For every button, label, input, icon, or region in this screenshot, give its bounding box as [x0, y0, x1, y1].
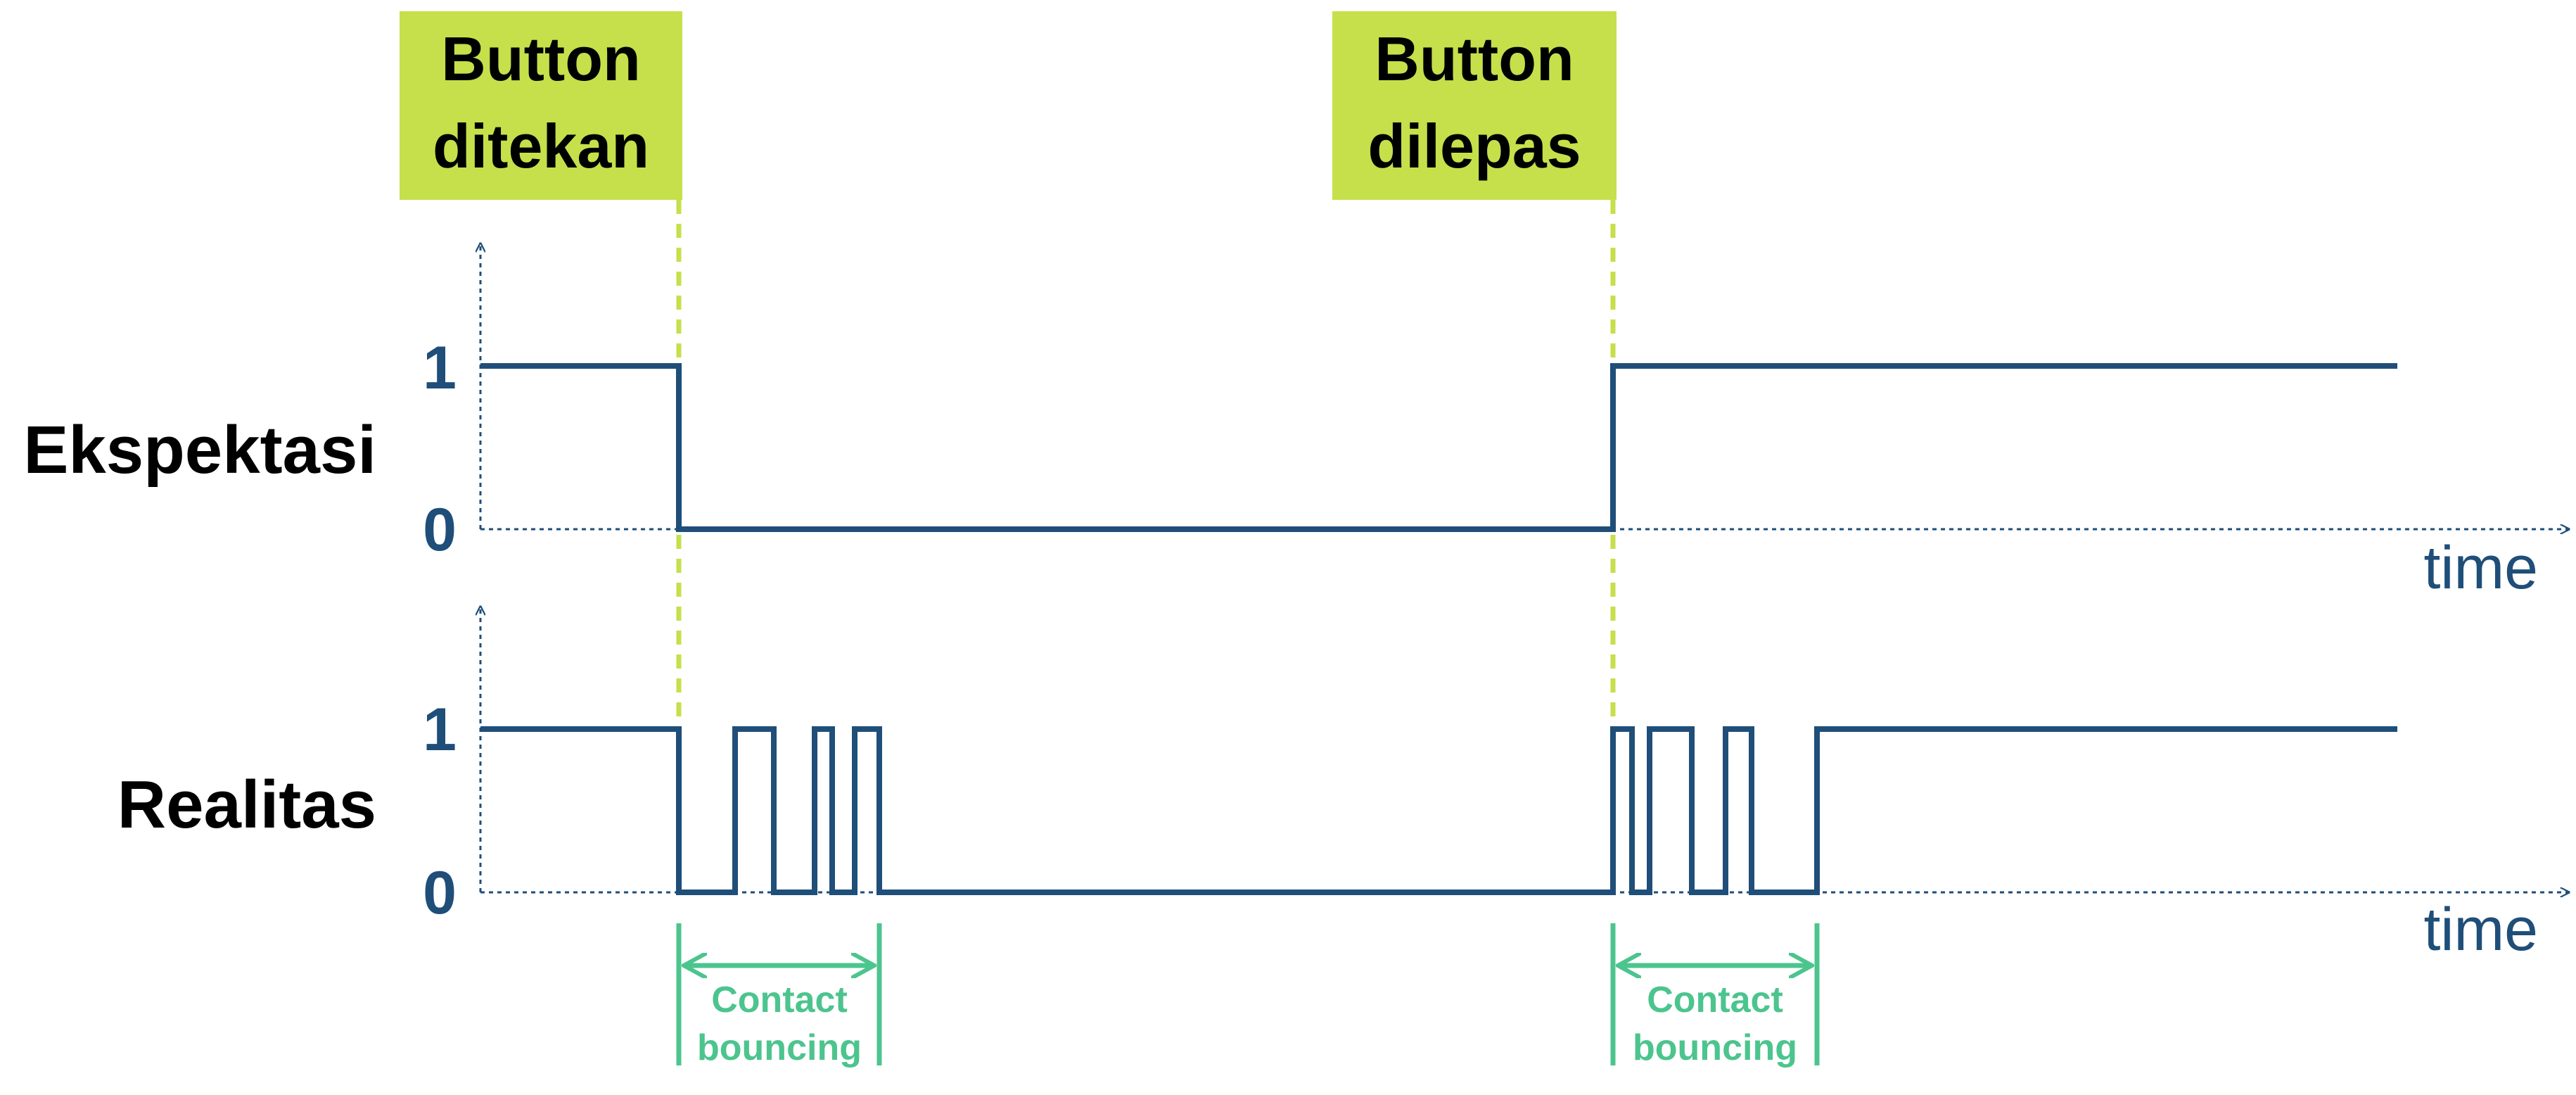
reality-row-label: Realitas — [117, 767, 376, 842]
reality-time-label: time — [2424, 896, 2538, 963]
expected-time-label: time — [2424, 534, 2538, 602]
button-pressed-event: Button ditekan — [400, 11, 682, 200]
reality-plot: 1 0 time — [423, 607, 2569, 963]
bounce-release-label-line2: bouncing — [1633, 1027, 1797, 1068]
reality-level-1-label: 1 — [423, 696, 457, 764]
bounce-annotation-release: Contact bouncing — [1610, 923, 1820, 1068]
reality-signal — [480, 726, 2397, 895]
bounce-press-label-line2: bouncing — [697, 1027, 862, 1068]
expected-level-0-label: 0 — [423, 496, 457, 564]
button-pressed-label-line1: Button — [441, 24, 640, 94]
button-pressed-box — [400, 11, 682, 200]
button-pressed-label-line2: ditekan — [433, 111, 649, 181]
bounce-press-label-line1: Contact — [711, 980, 848, 1020]
bounce-release-label-line1: Contact — [1647, 980, 1783, 1020]
expected-signal — [480, 363, 2397, 532]
expected-level-1-label: 1 — [423, 334, 457, 402]
bounce-annotation-press: Contact bouncing — [676, 923, 882, 1068]
button-released-label-line2: dilepas — [1367, 111, 1581, 181]
expected-plot: 1 0 time — [423, 243, 2569, 602]
reality-level-0-label: 0 — [423, 859, 457, 927]
button-released-event: Button dilepas — [1332, 11, 1617, 200]
button-released-label-line1: Button — [1375, 24, 1574, 94]
button-released-box — [1332, 11, 1617, 200]
expected-row-label: Ekspektasi — [23, 412, 376, 488]
